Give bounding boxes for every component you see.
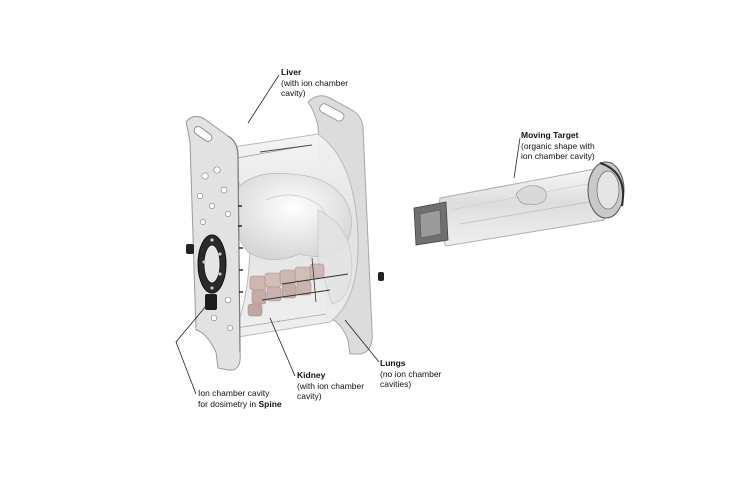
ring-bolt — [210, 286, 214, 290]
liver-label-title: Liver — [281, 67, 302, 77]
liver-insert-rod — [259, 144, 313, 153]
plate-hole — [210, 314, 218, 322]
lungs-label-line2: cavities) — [380, 379, 412, 389]
plate-hole — [213, 166, 221, 174]
back-knob — [378, 272, 384, 281]
spine-cavity-plug — [205, 294, 217, 310]
lungs-region — [317, 209, 353, 305]
spine-label: Ion chamber cavity for dosimetry in Spin… — [198, 388, 282, 409]
moving-target-organ — [515, 185, 547, 205]
moving-target-label-title: Moving Target — [521, 130, 579, 140]
spine-vertebrae — [247, 263, 325, 317]
plate-hole — [224, 296, 232, 304]
insert-cap-rim — [599, 162, 624, 207]
kidney-label-line1: (with ion chamber — [297, 380, 365, 391]
moving-target-label-line1: (organic shape with — [521, 140, 595, 151]
spine-label-line2-prefix: for dosimetry in — [198, 398, 259, 409]
spine-leader-line — [175, 305, 207, 395]
lungs-label-line1: (no ion chamber — [380, 368, 442, 379]
plate-hole — [220, 186, 228, 194]
kidney-label-title: Kidney — [297, 370, 326, 380]
kidney-label-line2: cavity) — [297, 391, 322, 401]
insert-rod-core — [459, 199, 601, 225]
spine-label-line1: Ion chamber cavity — [198, 388, 270, 398]
liver-label-line2: cavity) — [281, 88, 306, 98]
spine-label-title: Spine — [258, 398, 282, 409]
insert-end-block-face — [419, 209, 442, 239]
ring-bolt — [218, 252, 222, 256]
vertebra — [309, 263, 325, 279]
vertebra — [251, 289, 267, 305]
ring-bolts — [202, 238, 222, 290]
side-knob — [186, 244, 194, 254]
plate-hole — [196, 192, 204, 200]
moving-target-insert — [413, 161, 625, 247]
front-frame-edge — [227, 135, 241, 353]
ring-bolt — [202, 260, 206, 264]
lungs-label: Lungs (no ion chamber cavities) — [380, 358, 441, 390]
back-frame-handle-slot — [319, 103, 345, 122]
ring-bolt — [218, 272, 222, 276]
front-frame-handle-slot — [193, 126, 213, 142]
plate-hole — [201, 172, 209, 180]
lung-insert-rod — [311, 257, 317, 303]
lungs-label-title: Lungs — [380, 358, 406, 368]
liver-label: Liver (with ion chamber cavity) — [281, 67, 348, 99]
spine-insert-ring-inner — [203, 244, 221, 284]
plate-hole — [225, 211, 231, 217]
plate-hole — [227, 325, 233, 331]
vertebra — [294, 266, 312, 282]
plate-hole — [200, 219, 206, 225]
kidney-insert-rod — [261, 289, 331, 301]
vertebra — [249, 275, 267, 291]
moving-target-leader-line — [513, 137, 521, 179]
vertebra — [264, 272, 282, 288]
torso-phantom — [185, 95, 384, 371]
kidney-label: Kidney (with ion chamber cavity) — [297, 370, 364, 402]
liver-leader-line — [247, 74, 280, 124]
moving-target-label: Moving Target (organic shape with ion ch… — [521, 130, 595, 162]
vertebra — [247, 303, 263, 317]
vertebra — [281, 283, 297, 299]
liver-label-line1: (with ion chamber — [281, 77, 349, 88]
ring-bolt — [210, 238, 214, 242]
leader-lines — [175, 74, 521, 395]
kidney-leader-line — [269, 317, 296, 377]
cylinder-rim-line — [225, 145, 305, 161]
lungs-leader-line — [344, 319, 380, 363]
insert-end-cap-inner — [596, 170, 620, 210]
cylinder-rim-line — [235, 313, 327, 329]
moving-target-label-line2: ion chamber cavity) — [521, 151, 595, 161]
plate-hole — [209, 203, 215, 209]
kidney-insert-rod — [281, 273, 349, 285]
plate-rim-screws — [238, 205, 243, 293]
